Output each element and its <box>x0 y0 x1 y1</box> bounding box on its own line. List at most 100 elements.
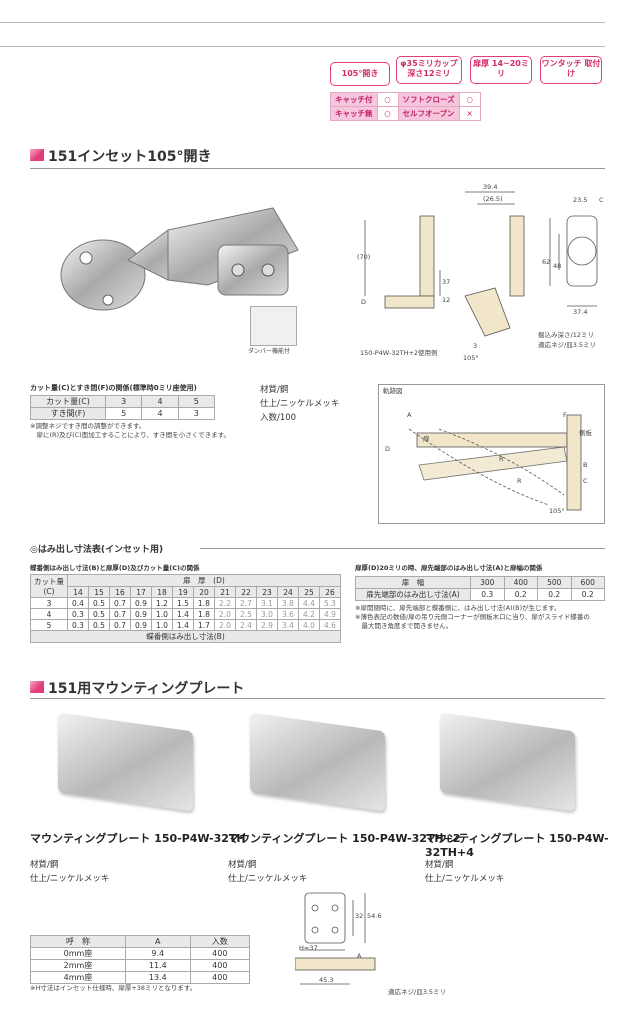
track-door: 扉 <box>423 435 430 443</box>
dim-12: 12 <box>442 296 451 304</box>
overhang-value: 1.4 <box>172 608 194 620</box>
overhang-value: 1.4 <box>172 619 194 631</box>
overhang-value: 0.5 <box>88 597 110 609</box>
overhang-value: 0.3 <box>67 619 89 631</box>
plate-photo-3 <box>440 712 575 812</box>
damper-label: ダンパー機能付 <box>248 348 291 355</box>
plate-name-1: マウンティングプレート 150-P4W-32TH <box>30 832 246 845</box>
thickness-header: 16 <box>109 586 131 598</box>
plate-material-3: 材質/鋼 仕上/ニッケルメッキ <box>425 858 504 886</box>
cut-note-2: 扉に(R)及び(C)面加工することにより、すき間を小さくできます。 <box>30 431 230 439</box>
finish: 仕上/ニッケルメッキ <box>260 399 340 409</box>
overhang-value: 0.5 <box>88 608 110 620</box>
overhang-value: 0.7 <box>109 619 131 631</box>
cell: 11.4 <box>125 959 191 972</box>
cell: 扉 幅 <box>355 576 471 589</box>
dim-D: D <box>361 298 367 306</box>
cell: 300 <box>470 576 505 589</box>
material-block: 材質/鋼 仕上/ニッケルメッキ 入数/100 <box>260 383 339 425</box>
badge-thickness: 扉厚 14~20ミリ <box>470 56 532 84</box>
cell: 5 <box>104 407 143 420</box>
overhang-value: 0.4 <box>67 597 89 609</box>
material: 材質/鋼 <box>228 860 257 870</box>
overhang-value: 2.0 <box>214 608 236 620</box>
cell: 600 <box>570 576 605 589</box>
overhang-value: 1.8 <box>193 597 215 609</box>
top-rule-2 <box>0 46 605 47</box>
plate-dim-54-6: 54.6 <box>367 912 382 920</box>
dim-37: 37 <box>442 278 451 286</box>
plate-dim-h: H=37 <box>299 944 318 952</box>
head-cut: カット量(C) <box>30 574 68 598</box>
overhang-left-title: 蝶番側はみ出し寸法(B)と扉厚(D)及びカット量(C)の関係 <box>30 564 200 572</box>
plate-photo-2 <box>250 712 385 812</box>
overhang-value: 1.0 <box>151 608 173 620</box>
track-R2: R <box>517 477 522 485</box>
thickness-header: 26 <box>319 586 341 598</box>
thickness-header: 19 <box>172 586 194 598</box>
feature-table: キャッチ付 ○ ソフトクローズ ○ キャッチ無 ○ セルフオープン × <box>330 92 481 121</box>
track-angle: 105° <box>549 507 565 515</box>
cell: 3 <box>177 407 216 420</box>
overhang-value: 3.0 <box>256 608 278 620</box>
thickness-header: 20 <box>193 586 215 598</box>
overhang-value: 0.9 <box>130 597 152 609</box>
finish: 仕上/ニッケルメッキ <box>228 874 308 884</box>
thickness-header: 21 <box>214 586 236 598</box>
overhang-value: 1.8 <box>193 608 215 620</box>
dim-48: 48 <box>553 262 562 270</box>
thickness-header: 22 <box>235 586 257 598</box>
plate-photo-1 <box>58 712 193 812</box>
thickness-header: 17 <box>130 586 152 598</box>
section1-rule <box>30 168 605 169</box>
feat-cell: ○ <box>376 92 399 107</box>
cell: 4mm座 <box>30 971 126 984</box>
dim-70: (70) <box>357 253 371 261</box>
thickness-header: 24 <box>277 586 299 598</box>
finish: 仕上/ニッケルメッキ <box>425 874 505 884</box>
track-D: D <box>385 445 391 453</box>
feat-cell: ○ <box>376 106 399 121</box>
overhang-foot: 蝶番側はみ出し寸法(B) <box>30 630 341 643</box>
track-diagram: 軌跡図 A F D 扉 側板 B C R R 105° <box>378 384 605 524</box>
cell: 13.4 <box>125 971 191 984</box>
cell: 0.2 <box>537 588 572 601</box>
overhang-value: 4.9 <box>319 608 341 620</box>
cell: カット量(C) <box>30 395 106 408</box>
overhang-value: 0.3 <box>67 608 89 620</box>
material: 材質/鋼 <box>30 860 59 870</box>
track-C: C <box>583 477 588 485</box>
cell: 400 <box>189 947 251 960</box>
track-side: 側板 <box>579 429 592 437</box>
section1-title: 151インセット105°開き <box>48 149 212 165</box>
overhang-value: 1.2 <box>151 597 173 609</box>
overhang-value: 3.4 <box>277 619 299 631</box>
overhang-value: 2.0 <box>214 619 236 631</box>
feat-cell: × <box>458 106 481 121</box>
thickness-header: 18 <box>151 586 173 598</box>
right-note-2: ※薄色表記の数値/扉の吊り元側コーナーが側板木口に当り、扉がスライド蝶番の <box>355 613 590 621</box>
overhang-right-title: 扉厚(D)20ミリの時、扉先端部のはみ出し寸法(A)と扉幅の関係 <box>355 564 543 572</box>
material: 材質/鋼 <box>425 860 454 870</box>
overhang-value: 5.3 <box>319 597 341 609</box>
thickness-header: 25 <box>298 586 320 598</box>
cell: 400 <box>189 971 251 984</box>
cell: 500 <box>537 576 572 589</box>
cell: 0mm座 <box>30 947 126 960</box>
overhang-value: 2.5 <box>235 608 257 620</box>
badge-cup: φ35ミリカップ 深さ12ミリ <box>396 56 462 84</box>
right-note-3: 最大開き角度まで開きません。 <box>355 622 453 630</box>
overhang-value: 1.0 <box>151 619 173 631</box>
overhang-value: 2.9 <box>256 619 278 631</box>
overhang-value: 0.7 <box>109 608 131 620</box>
overhang-value: 3.6 <box>277 608 299 620</box>
dim-37-4: 37.4 <box>573 308 588 316</box>
cut-value: 3 <box>30 597 68 609</box>
overhang-value: 4.2 <box>298 608 320 620</box>
cell: 0.2 <box>503 588 538 601</box>
door-width-table: 扉 幅 300 400 500 600 扉先端部のはみ出し寸法(A) 0.3 0… <box>355 576 605 601</box>
overhang-title: ◎はみ出し寸法表(インセット用) <box>30 545 164 555</box>
right-note-1: ※扉開閉時に、扉先端部と蝶番側に、はみ出し寸法(A)(B)が生じます。 <box>355 604 561 612</box>
overhang-value: 2.7 <box>235 597 257 609</box>
